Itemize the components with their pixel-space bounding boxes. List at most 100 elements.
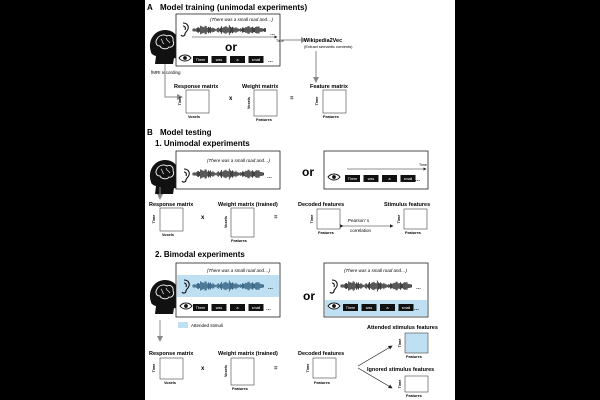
feature-matrix-a [322,89,347,114]
audio-waveform [340,280,412,292]
weight-matrix-a [253,89,278,117]
word-label: a [389,177,391,181]
word-label: small [252,58,261,62]
stimulus-features-b1 [403,208,428,230]
word-box [400,175,416,182]
audio-waveform [192,25,266,35]
eye-icon [327,173,341,181]
wikipedia-title: Wikipedia2Vec [304,38,342,44]
axis-features: Features [256,118,272,122]
axis-features: Features [406,394,422,398]
axis-time: Time [152,364,156,373]
word-label: was [368,177,375,181]
word-label: small [402,306,411,310]
word-label: was [216,58,223,62]
audio-waveform [192,168,264,180]
axis-time: Time [310,215,314,224]
ellipsis: … [414,306,419,312]
attended-features-matrix [404,332,429,354]
axis-time: Time [152,215,156,224]
section-a-title: Model training (unimodal experiments) [160,3,307,12]
axis-features: Features [232,387,248,391]
equals-sign-b1: = [274,215,278,221]
ellipsis: … [266,306,271,312]
correlation-label: correlation [350,228,372,233]
wikipedia-subtitle: (Extract semantic contents) [304,44,353,49]
or-label-a: or [225,40,237,54]
word-label: small [252,306,261,310]
times-sign-b2: x [201,366,205,372]
word-box [193,304,208,311]
attended-legend-swatch [178,322,188,328]
audio-waveform [192,280,264,292]
axis-time: Time [178,97,182,106]
weight-matrix-b1 [230,207,255,238]
section-a-letter: A [147,3,153,12]
axis-time: Time [315,97,319,106]
decoded-features-b1 [316,208,341,230]
ellipsis: … [416,285,421,291]
ellipsis: … [268,58,273,64]
ellipsis: … [268,285,273,291]
axis-voxels: Voxels [162,233,174,237]
response-matrix-b1 [159,207,184,232]
word-box [380,304,395,311]
word-box [345,175,360,182]
ellipsis: … [267,174,272,180]
word-label: small [404,177,413,181]
response-matrix-a [185,89,210,114]
word-box [363,175,379,182]
word-box [382,175,397,182]
axis-time: Time [398,380,402,389]
decoded-features-label-b1: Decoded features [298,202,344,208]
axis-voxels: Voxels [164,381,176,385]
word-box [211,304,227,311]
word-box [248,304,264,311]
section-b-title: Model testing [160,128,212,137]
axis-voxels: Voxels [188,115,200,119]
bimodal-title: 2. Bimodal experiments [155,250,245,259]
arrow-to-ignored [357,367,393,389]
equals-sign-a: = [290,96,294,102]
response-matrix-label-a: Response matrix [174,84,219,90]
decoded-features-b2 [312,357,337,379]
word-label: a [387,306,389,310]
axis-voxels: Voxels [247,97,251,109]
axis-voxels: Voxels [224,216,228,228]
time-label-unimodal: Time [419,163,427,167]
or-label-bimodal: or [303,289,315,303]
word-label: was [216,306,223,310]
word-box [230,56,245,63]
eye-icon [327,302,341,310]
stimulus-sentence-bimodal-left: (There was a small road and…) [207,268,271,273]
weight-matrix-label-b2: Weight matrix (trained) [218,351,278,357]
attended-features-label: Attended stimulus features [367,325,438,331]
word-label: There [348,177,357,181]
weight-matrix-label-b1: Weight matrix (trained) [218,202,278,208]
ellipsis: … [415,177,420,183]
or-label-unimodal: or [302,165,314,179]
eye-icon [179,302,193,310]
ignored-features-matrix [404,375,429,393]
word-sequence: There was a small [345,175,416,182]
axis-time: Time [306,364,310,373]
arrow-to-attended [357,345,393,367]
word-label: There [346,306,355,310]
feature-matrix-label-a: Feature matrix [310,84,349,90]
axis-voxels: Voxels [224,365,228,377]
axis-features: Features [323,115,339,119]
stimulus-sentence-bimodal-right: (There was a small road and…) [344,268,408,273]
weight-matrix-label-a: Weight matrix [242,84,279,90]
axis-time: Time [397,215,401,224]
word-box [230,304,245,311]
equals-sign-b2: = [274,366,278,372]
axis-features: Features [405,231,421,235]
section-a: A Model training (unimodal experiments) … [147,3,353,122]
pearson-label: Pearson' s [348,218,370,223]
unimodal-title: 1. Unimodal experiments [155,139,250,148]
section-b: B Model testing 1. Unimodal experiments … [147,128,438,398]
